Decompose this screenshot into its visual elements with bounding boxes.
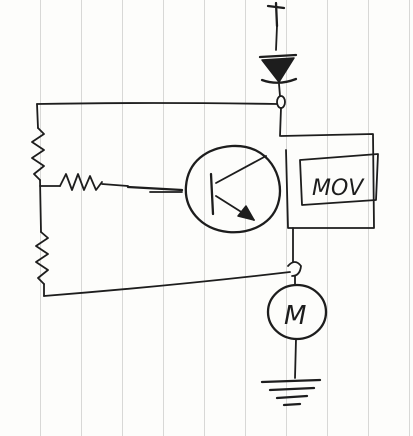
diode — [258, 53, 298, 97]
ground-symbol — [260, 338, 322, 407]
supply-terminal — [266, 1, 286, 51]
collector-wire — [279, 107, 282, 137]
junction-node-top — [276, 95, 286, 109]
base-resistor — [39, 173, 184, 193]
top-rail-wire — [36, 102, 278, 105]
motor-label: M — [284, 301, 306, 331]
left-divider-rail — [31, 103, 49, 297]
bottom-return-wire — [43, 271, 291, 297]
motor: M — [266, 275, 328, 341]
transistor — [184, 144, 282, 234]
junction-node-bottom — [287, 261, 302, 277]
mov-component: MOV — [280, 133, 379, 229]
mov-label: MOV — [312, 176, 365, 201]
